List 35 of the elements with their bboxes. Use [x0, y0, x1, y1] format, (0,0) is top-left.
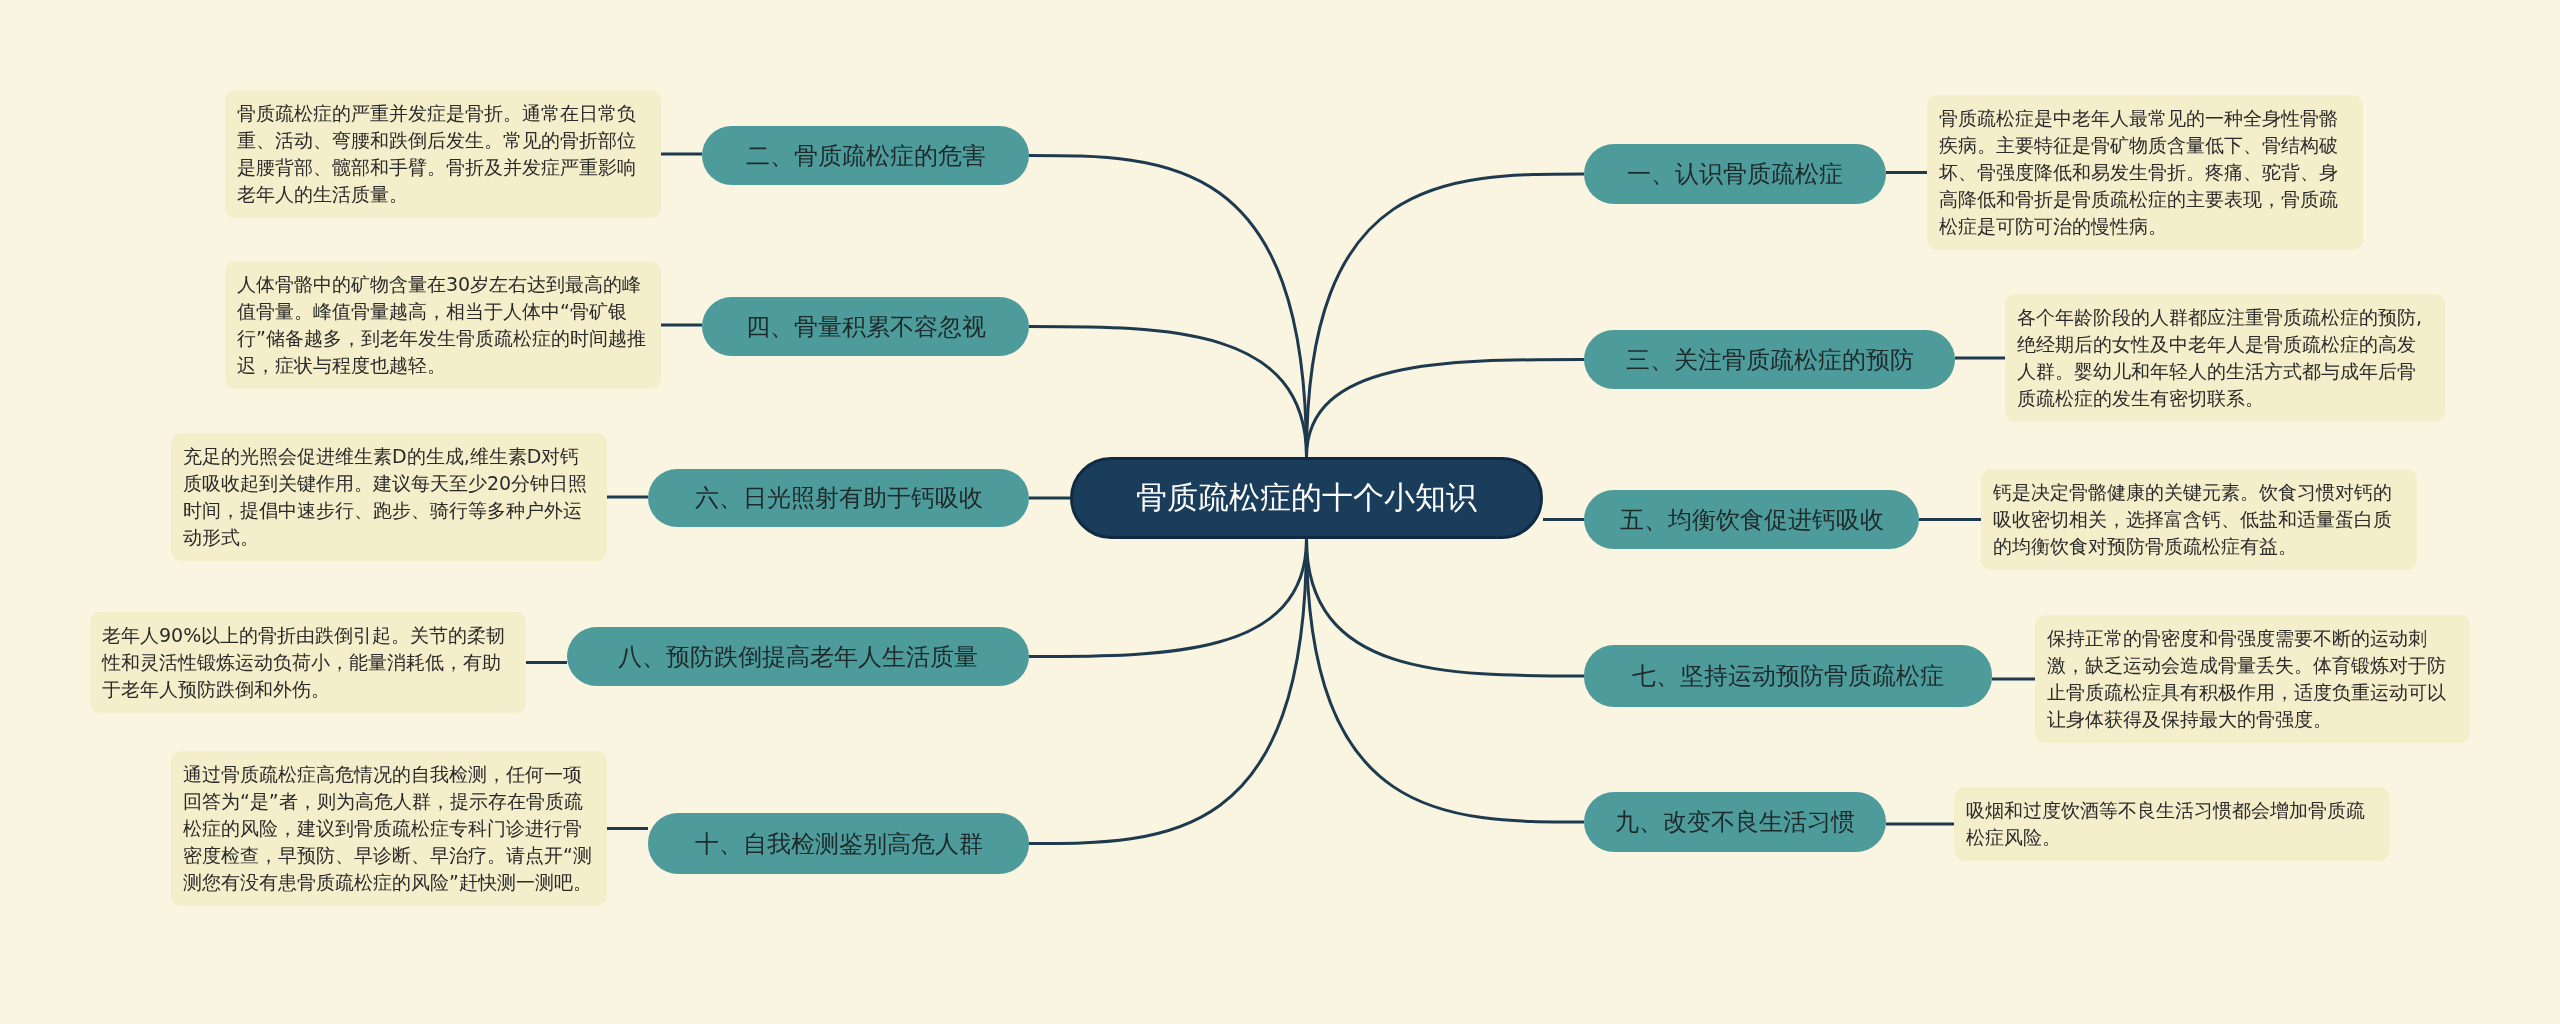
connector-line [1886, 171, 1927, 174]
note-card: 充足的光照会促进维生素D的生成,维生素D对钙质吸收起到关键作用。建议每天至少20分钟日照时间，提倡中速步行、跑步、骑行等多种户外运动形式。 [171, 433, 607, 561]
connector-line [1919, 518, 1981, 521]
central-topic: 骨质疏松症的十个小知识 [1070, 457, 1543, 539]
note-card: 通过骨质疏松症高危情况的自我检测，任何一项回答为“是”者，则为高危人群，提示存在骨质疏松症的风险，建议到骨质疏松症专科门诊进行骨密度检查，早预防、早诊断、早治疗。请点开“测测您有没有患骨质疏松症的风险”赶快测一测吧。 [171, 751, 607, 906]
topic-pill: 五、均衡饮食促进钙吸收 [1584, 490, 1919, 549]
topic-pill: 三、关注骨质疏松症的预防 [1584, 330, 1955, 389]
note-card: 骨质疏松症是中老年人最常见的一种全身性骨骼疾病。主要特征是骨矿物质含量低下、骨结构破坏、骨强度降低和易发生骨折。疼痛、驼背、身高降低和骨折是骨质疏松症的主要表现，骨质疏松症是可防可治的慢性病。 [1927, 95, 2363, 250]
note-card: 老年人90%以上的骨折由跌倒引起。关节的柔韧性和灵活性锻炼运动负荷小，能量消耗低，有助于老年人预防跌倒和外伤。 [90, 612, 526, 713]
connector-line [1029, 538, 1308, 845]
connector-line [1029, 496, 1070, 500]
connector-line [1886, 822, 1954, 826]
topic-pill: 十、自我检测鉴别高危人群 [648, 813, 1029, 874]
connector-line [607, 495, 648, 499]
topic-pill: 四、骨量积累不容忽视 [702, 297, 1029, 356]
note-card: 钙是决定骨骼健康的关键元素。饮食习惯对钙的吸收密切相关，选择富含钙、低盐和适量蛋白质的均衡饮食对预防骨质疏松症有益。 [1981, 469, 2417, 570]
connector-line [661, 152, 702, 156]
connector-line [607, 827, 648, 830]
connector-line [1955, 356, 2005, 360]
note-card: 各个年龄阶段的人群都应注重骨质疏松症的预防, 绝经期后的女性及中老年人是骨质疏松症的高发人群。婴幼儿和年轻人的生活方式都与成年后骨质疏松症的发生有密切联系。 [2005, 294, 2445, 422]
connector-line [1543, 518, 1584, 521]
topic-pill: 六、日光照射有助于钙吸收 [648, 469, 1029, 527]
note-card: 人体骨骼中的矿物含量在30岁左右达到最高的峰值骨量。峰值骨量越高，相当于人体中“骨矿银行”储备越多，到老年发生骨质疏松症的时间越推迟，症状与程度也越轻。 [225, 261, 661, 389]
topic-pill: 七、坚持运动预防骨质疏松症 [1584, 645, 1992, 707]
connector-line [661, 323, 702, 327]
connector-line [1029, 325, 1308, 458]
note-card: 骨质疏松症的严重并发症是骨折。通常在日常负重、活动、弯腰和跌倒后发生。常见的骨折部位是腰背部、髋部和手臂。骨折及并发症严重影响老年人的生活质量。 [225, 90, 661, 218]
topic-pill: 八、预防跌倒提高老年人生活质量 [567, 627, 1029, 686]
connector-line [1992, 677, 2035, 681]
note-card: 保持正常的骨密度和骨强度需要不断的运动刺激，缺乏运动会造成骨量丢失。体育锻炼对于防止骨质疏松症具有积极作用，适度负重运动可以让身体获得及保持最大的骨强度。 [2035, 615, 2470, 743]
connector-line [526, 661, 567, 664]
topic-pill: 九、改变不良生活习惯 [1584, 792, 1886, 852]
topic-pill: 二、骨质疏松症的危害 [702, 126, 1029, 185]
note-card: 吸烟和过度饮酒等不良生活习惯都会增加骨质疏松症风险。 [1954, 787, 2390, 861]
topic-pill: 一、认识骨质疏松症 [1584, 144, 1886, 204]
